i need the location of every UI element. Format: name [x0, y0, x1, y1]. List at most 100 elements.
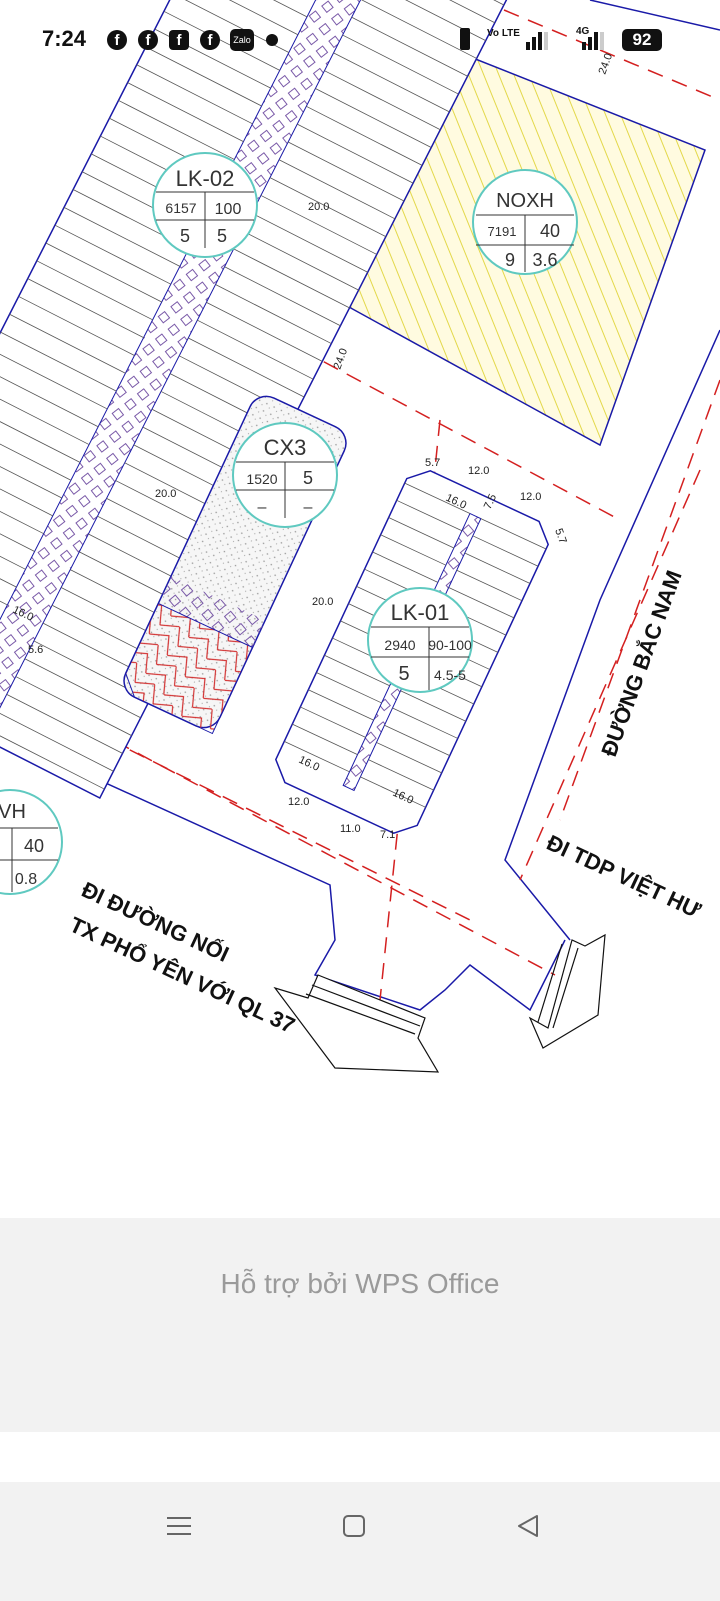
- home-button[interactable]: [334, 1510, 374, 1542]
- lot-line: [54, 224, 171, 285]
- svg-text:100: 100: [215, 201, 242, 218]
- lot-line: [27, 278, 144, 339]
- clock: 7:24: [42, 26, 87, 51]
- lot-line: [127, 82, 244, 142]
- lot-line: [308, 689, 374, 721]
- svg-text:6157: 6157: [165, 200, 196, 216]
- zalo-icon: Zalo: [230, 29, 254, 51]
- lot-line: [0, 331, 117, 392]
- road-width-label: 20.0: [308, 201, 329, 213]
- svg-text:40: 40: [540, 221, 560, 241]
- svg-text:3.6: 3.6: [532, 250, 557, 270]
- lot-line: [292, 723, 358, 755]
- lot-line: [392, 707, 458, 739]
- lot-line: [342, 34, 459, 95]
- lot-dim-label: 7.1: [380, 829, 395, 841]
- back-button[interactable]: [508, 1510, 548, 1542]
- lot-line: [287, 141, 405, 202]
- lot-line: [278, 159, 396, 220]
- lot-line: [480, 518, 547, 550]
- lot-line: [333, 52, 450, 113]
- label-lk-01: LK-01 2940 90-100 5 4.5-5: [367, 587, 473, 693]
- lot-line: [251, 212, 368, 273]
- lot-line: [360, 0, 477, 59]
- lot-line: [0, 456, 53, 517]
- lot-line: [306, 105, 423, 166]
- lot-line: [6, 694, 123, 754]
- facebook-icon: f: [138, 30, 158, 50]
- svg-text:5: 5: [217, 226, 227, 246]
- lot-line: [388, 517, 455, 549]
- site-plan-map[interactable]: 24.0 20.0 24.0 20.0 20.0 5.7 12.0 16.0 7…: [0, 0, 720, 1218]
- lot-line: [464, 552, 531, 584]
- road-label-bac-nam: ĐƯỜNG BẮC NAM: [596, 567, 686, 760]
- lot-line: [0, 438, 63, 499]
- lot-line: [0, 711, 114, 772]
- lot-line: [181, 0, 299, 36]
- home-icon: [343, 1515, 365, 1537]
- lot-line: [0, 729, 105, 790]
- vibrate-icon: [460, 28, 470, 50]
- lot-line: [0, 509, 26, 570]
- svg-text:VH: VH: [0, 801, 26, 823]
- svg-text:5: 5: [398, 663, 409, 685]
- lot-line: [372, 551, 439, 583]
- lot-dim-label: 7.5: [482, 492, 499, 511]
- lot-line: [9, 313, 126, 374]
- lot-line: [378, 0, 495, 24]
- messenger-icon: f: [169, 30, 189, 50]
- lot-line: [0, 367, 99, 428]
- block-lk-02[interactable]: [0, 0, 519, 799]
- lot-line: [376, 742, 442, 774]
- lot-line: [242, 230, 359, 291]
- lot-dim-label: 12.0: [520, 491, 541, 503]
- lot-line: [136, 64, 253, 125]
- svg-text:LK-01: LK-01: [391, 600, 450, 625]
- navigation-bar: [0, 1482, 720, 1601]
- svg-text:1520: 1520: [246, 471, 277, 487]
- label-lk-02: LK-02 6157 100 5 5: [152, 152, 258, 258]
- lot-line: [233, 248, 350, 309]
- lot-line: [404, 482, 471, 514]
- signal-icon: [526, 30, 548, 50]
- svg-text:90-100: 90-100: [428, 637, 472, 653]
- lot-line: [36, 260, 153, 321]
- label-noxh: NOXH 7191 40 9 3.6: [472, 169, 578, 275]
- road-width-label: 20.0: [155, 488, 176, 500]
- lot-line: [0, 349, 108, 410]
- svg-text:5: 5: [303, 468, 313, 488]
- lot-line: [316, 672, 382, 704]
- svg-text:LK-02: LK-02: [176, 166, 235, 191]
- lot-line: [15, 676, 132, 736]
- lot-line: [0, 492, 35, 552]
- lot-line: [324, 70, 441, 131]
- lot-line: [300, 706, 366, 738]
- menu-button[interactable]: [159, 1510, 199, 1542]
- svg-text:–: –: [304, 499, 313, 516]
- lot-line: [384, 724, 450, 757]
- label-vh: VH 40 0.8: [0, 789, 63, 895]
- menu-icon: [167, 1517, 191, 1535]
- lot-line: [380, 534, 447, 566]
- powered-by-text: Hỗ trợ bởi WPS Office: [220, 1268, 500, 1299]
- lot-line: [0, 385, 90, 445]
- svg-text:5: 5: [180, 226, 190, 246]
- status-bar: 7:24 f f f f Zalo Vo LTE 4G 92: [0, 18, 720, 64]
- lot-line: [163, 10, 280, 71]
- lot-dim-label: 12.0: [288, 796, 309, 808]
- direction-arrow-ql37: [273, 974, 440, 1073]
- lot-line: [63, 206, 181, 267]
- lot-line: [315, 88, 432, 148]
- lot-line: [324, 654, 390, 687]
- lot-line: [145, 46, 262, 107]
- lot-dim-label: 12.0: [468, 465, 489, 477]
- svg-text:2940: 2940: [384, 637, 415, 653]
- lot-line: [18, 296, 135, 356]
- lot-line: [24, 658, 141, 719]
- svg-text:–: –: [258, 499, 267, 516]
- lot-line: [0, 403, 81, 463]
- facebook-icon: f: [107, 30, 127, 50]
- lot-line: [360, 776, 426, 808]
- lot-line: [118, 100, 235, 160]
- sim1-label: Vo LTE: [487, 28, 520, 39]
